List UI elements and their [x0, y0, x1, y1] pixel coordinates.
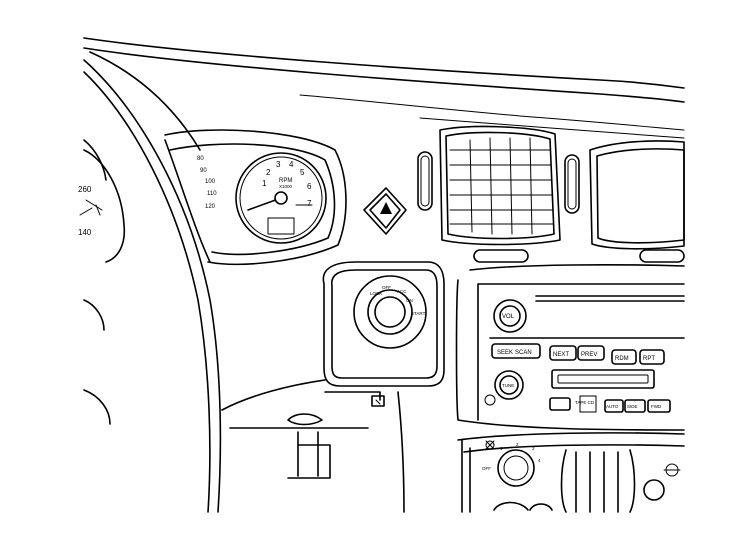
radio-button-label: RPT: [643, 356, 655, 362]
volume-label: VOL: [502, 314, 515, 320]
tach-label: RPM: [279, 178, 292, 184]
radio-button-label: NEXT: [553, 352, 569, 358]
fan-knob[interactable]: [497, 449, 535, 487]
ignition-position-label: ON: [406, 298, 413, 303]
tune-knob[interactable]: [494, 370, 524, 400]
steering-wheel: [83, 59, 222, 513]
tach-number: 3: [276, 160, 281, 169]
radio-button-label: AUTO: [606, 404, 619, 409]
left-gauge-tick: 80: [197, 156, 204, 162]
climate-control-panel: OFF 1 2 3 4: [457, 432, 685, 513]
radio-button-label: PREV: [581, 352, 597, 358]
tach-hub: [274, 191, 288, 205]
ignition-lock-housing: OFF ACC ON START LOCK: [322, 261, 445, 387]
radio-button-label: RDM: [615, 356, 629, 362]
left-gauge-tick: 100: [205, 179, 216, 185]
radio-button-rpt[interactable]: [639, 349, 665, 365]
radio-button-label: SIDE: [627, 404, 638, 409]
radio-button-tape-cd[interactable]: [549, 397, 571, 411]
left-gauge-tick: 110: [207, 191, 217, 197]
radio-button-side[interactable]: [624, 399, 646, 413]
radio-button-label: TAPE CD: [575, 400, 595, 405]
tune-label: TUNE: [502, 383, 514, 388]
left-gauge-tick: 120: [205, 204, 216, 210]
tachometer-dial: [235, 152, 327, 244]
fan-number: 1: [500, 446, 503, 451]
speedo-tick-label: 140: [78, 228, 92, 237]
odometer-window: [267, 217, 295, 235]
ignition-position-label: LOCK: [370, 291, 382, 296]
tach-number: 7: [307, 199, 312, 208]
radio-button-label: SCAN: [515, 350, 532, 356]
right-air-vent[interactable]: [589, 140, 685, 250]
ignition-cylinder[interactable]: [367, 289, 413, 335]
tach-sub-label: X1000: [279, 184, 293, 189]
ignition-position-label: START: [411, 311, 426, 316]
radio-button-next[interactable]: [549, 345, 577, 361]
cassette-slot[interactable]: [551, 369, 655, 389]
vent-side-slots: [417, 151, 580, 214]
speedometer: 260 140: [78, 149, 126, 263]
radio-button-label: FWD: [651, 404, 662, 409]
tach-number: 2: [266, 168, 271, 177]
dashboard-top-contour: [83, 37, 685, 151]
tach-number: 5: [300, 168, 305, 177]
steering-column-shroud: [221, 379, 405, 513]
light-switch-slot[interactable]: [287, 413, 323, 426]
gauge-cluster: 80 90 100 110 120 1 2 3 4 5 6 7 RPM X100…: [164, 129, 347, 266]
ignition-position-label: OFF: [382, 285, 391, 290]
fan-off-label: OFF: [482, 466, 491, 471]
hazard-triangle-icon: [380, 202, 392, 214]
speedo-tick-label: 260: [78, 185, 92, 194]
tach-number: 1: [262, 179, 267, 188]
fan-number: 4: [538, 458, 541, 463]
fan-icon: [485, 440, 495, 450]
radio-button-seek[interactable]: [491, 343, 541, 359]
center-air-vent[interactable]: [439, 125, 561, 246]
hazard-switch[interactable]: [363, 187, 407, 235]
fan-number: 3: [532, 446, 535, 451]
radio-button-rdm[interactable]: [611, 349, 637, 365]
lower-vent-slots: [473, 249, 685, 263]
radio-button-fwd[interactable]: [647, 399, 671, 413]
left-gauge-tick: 90: [200, 168, 207, 174]
radio-button-auto[interactable]: [604, 399, 624, 413]
volume-knob[interactable]: [493, 299, 527, 333]
radio-button-label: SEEK: [497, 350, 513, 356]
ignition-position-label: ACC: [397, 289, 407, 294]
tach-number: 6: [307, 182, 312, 191]
radio-unit: VOL SEEK SCAN NEXT PREV RDM RPT TUNE TAP…: [455, 264, 685, 431]
tach-number: 4: [289, 160, 294, 169]
fan-number: 2: [516, 442, 519, 447]
radio-button-prev[interactable]: [577, 345, 605, 361]
